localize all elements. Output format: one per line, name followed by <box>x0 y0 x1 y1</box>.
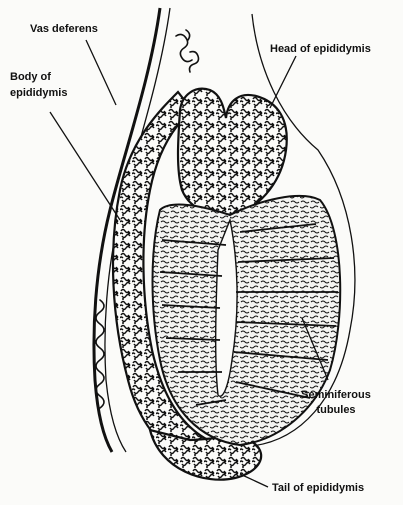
label-vas-deferens: Vas deferens <box>30 23 98 35</box>
top-vessels <box>176 30 199 72</box>
label-seminiferous-line1: Seminiferous <box>301 389 371 401</box>
label-tail: Tail of epididymis <box>272 482 364 494</box>
label-head: Head of epididymis <box>270 43 371 55</box>
label-body-line2: epididymis <box>10 87 67 99</box>
body-pointer <box>50 112 120 220</box>
label-seminiferous-line2: tubules <box>316 404 355 416</box>
head-pointer <box>270 56 296 108</box>
vas-deferens-pointer <box>86 40 116 105</box>
testis <box>153 196 341 445</box>
tail-pointer <box>240 474 268 487</box>
label-body-line1: Body of <box>10 71 51 83</box>
